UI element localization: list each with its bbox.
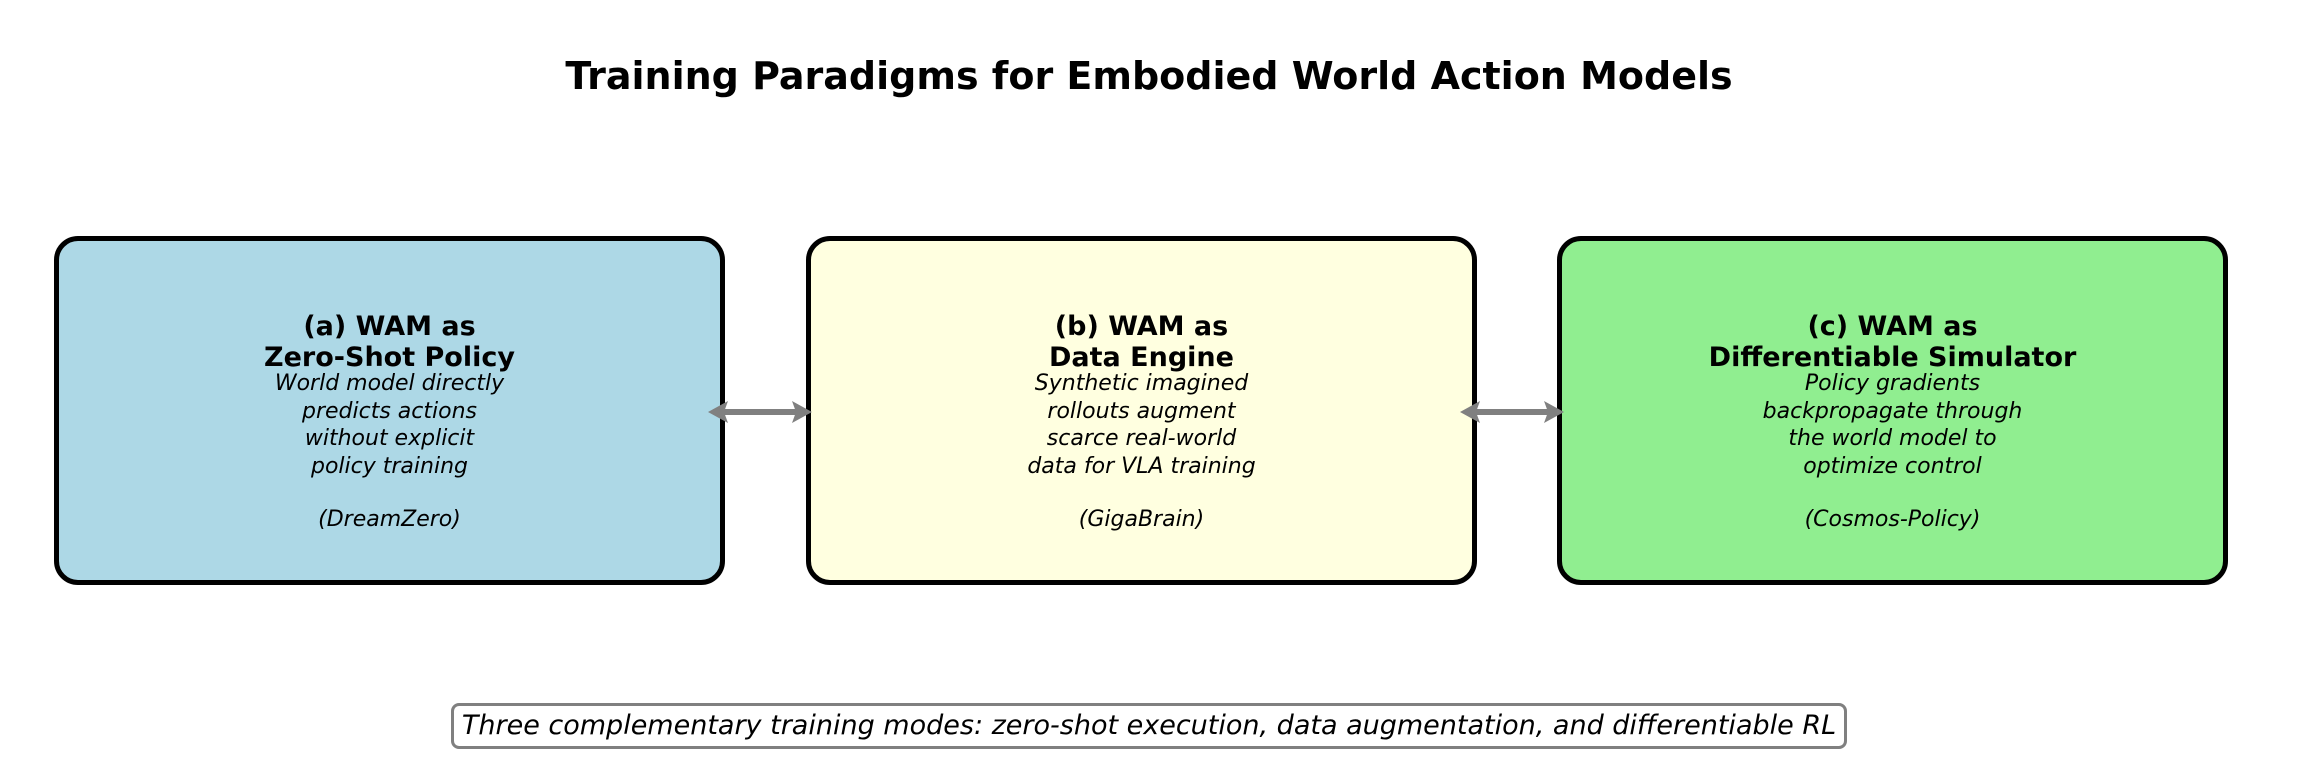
box-heading: (b) WAM as Data Engine [811,311,1472,373]
box-heading: (a) WAM as Zero-Shot Policy [59,311,720,373]
box-heading-line-2: Data Engine [1049,342,1234,373]
box-description: Synthetic imagined rollouts augment scar… [811,370,1472,480]
box-description-line: optimize control [1803,453,1982,479]
box-zero-shot-policy: (a) WAM as Zero-Shot Policy World model … [54,236,725,585]
box-reference: (DreamZero) [318,507,461,532]
box-differentiable-simulator: (c) WAM as Differentiable Simulator Poli… [1557,236,2228,585]
box-reference: (GigaBrain) [1078,507,1205,532]
box-description-line: the world model to [1788,426,1997,451]
connector-arrow-a-b [708,401,812,423]
box-heading-line-1: (a) WAM as [303,311,476,342]
box-description-line: backpropagate through [1762,398,2023,424]
box-description: World model directly predicts actions wi… [59,370,720,480]
arrowhead-right [792,401,812,423]
box-heading-line-2: Differentiable Simulator [1708,342,2077,373]
box-description-line: predicts actions [302,398,477,424]
arrowhead-right [1544,401,1564,423]
box-description-line: data for VLA training [1027,453,1256,479]
box-heading-line-1: (c) WAM as [1807,311,1978,342]
box-reference: (Cosmos-Policy) [1804,507,1981,532]
arrowhead-left [1460,401,1480,423]
box-data-engine: (b) WAM as Data Engine Synthetic imagine… [806,236,1477,585]
box-heading-line-2: Zero-Shot Policy [264,342,515,373]
box-description-line: policy training [311,453,468,479]
box-description-line: rollouts augment [1047,398,1236,424]
box-description-line: Policy gradients [1804,371,1981,396]
box-heading: (c) WAM as Differentiable Simulator [1562,311,2223,373]
caption-container: Three complementary training modes: zero… [0,703,2298,749]
box-heading-line-1: (b) WAM as [1054,311,1229,342]
box-description-line: World model directly [274,371,505,396]
arrowhead-left [708,401,728,423]
box-description-line: without explicit [304,426,475,451]
diagram-title: Training Paradigms for Embodied World Ac… [565,54,1733,98]
box-description: Policy gradients backpropagate through t… [1562,370,2223,480]
connector-arrow-b-c [1460,401,1564,423]
box-description-line: Synthetic imagined [1034,371,1249,396]
caption: Three complementary training modes: zero… [450,703,1848,749]
box-description-line: scarce real-world [1046,426,1237,451]
